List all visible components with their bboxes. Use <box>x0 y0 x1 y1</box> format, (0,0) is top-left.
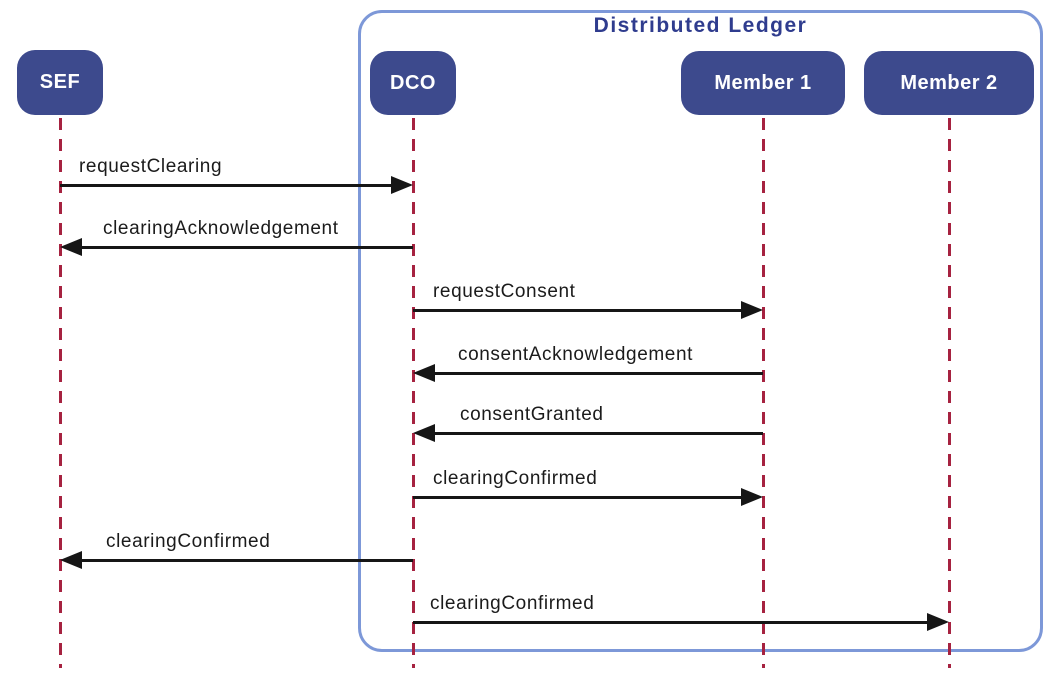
actor-box-dco: DCO <box>370 51 456 115</box>
message-line <box>80 558 413 562</box>
arrowhead-left-icon <box>413 424 435 442</box>
actor-box-member2: Member 2 <box>864 51 1034 115</box>
actor-box-member1: Member 1 <box>681 51 845 115</box>
message-label: consentGranted <box>457 402 607 428</box>
distributed-ledger-boundary-box <box>358 10 1043 652</box>
message-label: requestConsent <box>430 279 579 305</box>
arrowhead-left-icon <box>413 364 435 382</box>
actor-box-sef: SEF <box>17 50 103 115</box>
message-label: clearingAcknowledgement <box>100 216 342 242</box>
message-label: clearingConfirmed <box>427 591 598 617</box>
lifeline-member1 <box>761 118 765 668</box>
message-line <box>80 245 413 249</box>
lifeline-member2 <box>947 118 951 668</box>
message-line <box>60 183 393 187</box>
arrowhead-right-icon <box>741 488 763 506</box>
lifeline-sef <box>58 118 62 668</box>
message-line <box>413 620 929 624</box>
message-line <box>433 371 763 375</box>
arrowhead-right-icon <box>927 613 949 631</box>
arrowhead-right-icon <box>391 176 413 194</box>
arrowhead-left-icon <box>60 551 82 569</box>
message-line <box>413 308 743 312</box>
message-label: clearingConfirmed <box>430 466 601 492</box>
lifeline-dco <box>411 118 415 668</box>
message-line <box>433 431 763 435</box>
message-label: consentAcknowledgement <box>455 342 697 368</box>
message-line <box>413 495 743 499</box>
arrowhead-left-icon <box>60 238 82 256</box>
message-label: clearingConfirmed <box>103 529 274 555</box>
arrowhead-right-icon <box>741 301 763 319</box>
boundary-title: Distributed Ledger <box>593 14 808 37</box>
message-label: requestClearing <box>76 154 226 180</box>
